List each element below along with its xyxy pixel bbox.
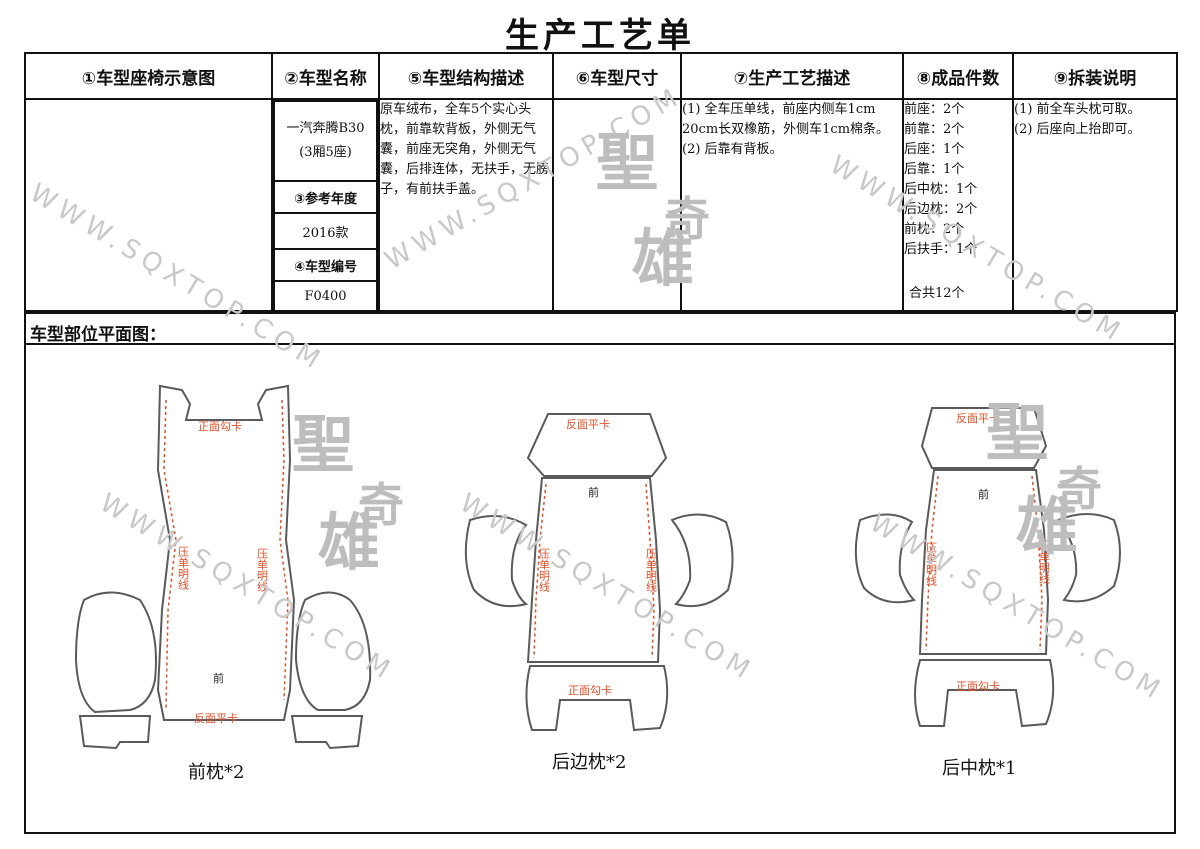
rear-side-pillow-label: 后边枕*2 — [552, 752, 627, 773]
rear-side-front-mark: 前 — [588, 485, 599, 499]
front-pillow-right-tab — [290, 715, 364, 750]
model-config: (3厢5座) — [299, 145, 352, 160]
rear-center-stitch-label-right: 压单明线 — [1038, 540, 1051, 584]
install-description: (1) 前全车头枕可取。 (2) 后座向上抬即可。 — [1012, 98, 1178, 312]
rear-center-pillow-main-panel — [918, 469, 1050, 655]
rear-side-top-flat-label: 反面平卡 — [566, 418, 610, 431]
front-pillow-label: 前枕*2 — [188, 762, 245, 783]
watermark-logo: 雄 — [318, 506, 381, 579]
rear-side-bottom-hook-label: 正面勾卡 — [568, 684, 612, 697]
rear-center-stitch-label-left: 压单明线 — [925, 542, 938, 586]
piece-item: 前枕：2个 — [904, 222, 965, 237]
rear-side-stitch-label-left: 压单明线 — [538, 548, 551, 592]
rear-side-pillow-top-panel — [526, 413, 668, 477]
watermark-logo: 聖 — [596, 126, 659, 199]
rear-side-pillow-main-panel — [526, 477, 662, 663]
watermark-logo: 聖 — [292, 408, 355, 481]
front-pillow-hook-label: 正面勾卡 — [198, 420, 242, 433]
rear-center-pillow-bottom-panel — [914, 659, 1055, 728]
col-header-install: ⑨拆装说明 — [1012, 52, 1178, 100]
spec-table: ①车型座椅示意图 ②车型名称 ⑤车型结构描述 ⑥车型尺寸 ⑦生产工艺描述 ⑧成品… — [24, 52, 1178, 312]
piece-item: 后边枕：2个 — [904, 202, 978, 217]
plan-divider — [26, 343, 1174, 345]
page-title: 生产工艺单 — [505, 16, 695, 56]
process-line: (1) 全车压单线，前座内侧车1cm 20cm长双橡筋，外侧车1cm棉条。 — [682, 102, 890, 137]
pieces-cell: 前座：2个 前靠：2个 后座：1个 后靠：1个 后中枕：1个 后边枕：2个 前枕… — [902, 98, 1014, 312]
install-line: (2) 后座向上抬即可。 — [1014, 122, 1141, 137]
col-header-process: ⑦生产工艺描述 — [680, 52, 904, 100]
piece-item: 前座：2个 — [904, 102, 965, 117]
watermark-logo: 聖 — [986, 396, 1049, 469]
front-pillow-stitch-label-left: 压单明线 — [177, 546, 190, 590]
col-header-model-name: ②车型名称 — [271, 52, 380, 100]
rear-center-top-flat-label: 反面平卡 — [956, 412, 1000, 425]
model-info-cell: 一汽奔腾B30 (3厢5座) ③参考年度 2016款 ④车型编号 F0400 — [271, 98, 380, 312]
watermark-logo: 奇 — [358, 478, 404, 532]
col-header-pieces: ⑧成品件数 — [902, 52, 1014, 100]
rear-side-pillow-stitch-right — [645, 483, 655, 659]
watermark-logo: 奇 — [664, 192, 710, 246]
seat-diagram-cell — [24, 98, 273, 312]
rear-side-stitch-label-right: 压单明线 — [645, 548, 658, 592]
pieces-total: 合共12个 — [909, 286, 965, 301]
piece-item: 后中枕：1个 — [904, 182, 978, 197]
plan-label: 车型部位平面图： — [30, 325, 166, 345]
piece-item: 后座：1个 — [904, 142, 965, 157]
col-header-structure: ⑤车型结构描述 — [378, 52, 554, 100]
process-description: (1) 全车压单线，前座内侧车1cm 20cm长双橡筋，外侧车1cm棉条。 (2… — [680, 98, 904, 312]
model-name: 一汽奔腾B30 — [286, 121, 365, 136]
front-pillow-main-panel — [156, 384, 296, 721]
col-header-size: ⑥车型尺寸 — [552, 52, 682, 100]
rear-center-pillow-right-ear — [1056, 513, 1121, 603]
piece-item: 前靠：2个 — [904, 122, 965, 137]
year-label: ③参考年度 — [273, 180, 378, 214]
rear-side-pillow-right-ear — [670, 513, 734, 608]
model-year: 2016款 — [273, 212, 378, 250]
front-pillow-left-tab — [78, 715, 152, 750]
model-code: F0400 — [273, 280, 378, 310]
front-pillow-right-side-panel — [294, 591, 372, 711]
piece-item: 后靠：1个 — [904, 162, 965, 177]
structure-description: 原车绒布，全车5个实心头枕，前靠软背板，外侧无气囊，前座无突角，外侧无气囊，后排… — [378, 98, 554, 312]
front-pillow-stitch-label-right: 压单明线 — [256, 548, 269, 592]
watermark-logo: 奇 — [1056, 462, 1102, 516]
watermark-logo: 雄 — [632, 222, 695, 295]
model-info-table: 一汽奔腾B30 (3厢5座) ③参考年度 2016款 ④车型编号 F0400 — [273, 100, 378, 310]
rear-side-pillow-bottom-panel — [525, 665, 669, 732]
process-line: (2) 后靠有背板。 — [682, 142, 783, 157]
piece-item: 后扶手：1个 — [904, 242, 978, 257]
rear-center-pillow-left-ear — [854, 513, 916, 604]
plan-drawing-panel: 车型部位平面图： — [24, 312, 1176, 834]
col-header-seat-diagram: ①车型座椅示意图 — [24, 52, 273, 100]
rear-center-pillow-top-panel — [920, 407, 1048, 469]
rear-center-bottom-hook-label: 正面勾卡 — [956, 680, 1000, 693]
size-cell — [552, 98, 682, 312]
rear-center-pillow-label: 后中枕*1 — [942, 758, 1017, 779]
watermark-logo: 雄 — [1016, 490, 1079, 563]
front-pillow-left-side-panel — [74, 591, 157, 714]
install-line: (1) 前全车头枕可取。 — [1014, 102, 1141, 117]
rear-side-pillow-stitch-left — [533, 483, 547, 659]
front-pillow-flat-label: 反面平卡 — [194, 712, 238, 725]
front-pillow-front-mark: 前 — [213, 671, 224, 685]
code-label: ④车型编号 — [273, 248, 378, 282]
front-pillow-stitch-right — [279, 399, 289, 701]
rear-side-pillow-left-ear — [464, 515, 529, 608]
rear-center-front-mark: 前 — [978, 487, 989, 501]
